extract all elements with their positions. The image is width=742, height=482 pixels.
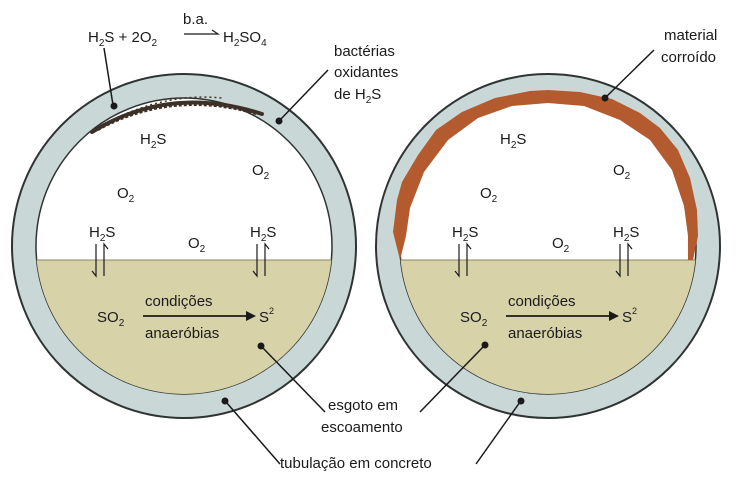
svg-text:de H2S: de H2S [334,86,381,106]
left-equilibrium-arrows [91,242,270,278]
svg-text:S2: S2 [259,306,274,326]
svg-text:SO2: SO2 [460,309,488,329]
left-o2-a: O2 [117,185,135,205]
reaction-o-subscript: 2 [152,38,158,49]
right-conditions-line2: anaeróbias [508,325,582,342]
svg-text:S2: S2 [622,306,637,326]
left-o2-b: O2 [252,162,270,182]
bacteria-film [90,96,264,134]
reaction-arrow-label: b.a. [183,11,208,28]
right-o2-a: O2 [480,185,498,205]
svg-text:material: material [664,27,717,44]
left-gas-labels: H2S O2 O2 O2 H2S H2S [89,131,276,255]
annotation-corroded: material corroído [601,27,717,102]
annotation-bacteria: bactérias oxidantes de H2S [275,43,398,125]
reaction-h: H [88,29,99,46]
reaction-leader [103,47,114,106]
reaction-equation: H2S + 2O2 b.a. H2SO4 [88,11,267,110]
right-anaerobic-reaction: SO2 condições anaeróbias S2 [460,293,637,342]
right-sulfide: S [622,309,632,326]
left-h2s-a: H2S [89,224,115,244]
right-conditions-line1: condições [508,293,576,310]
left-so2: SO [97,309,119,326]
svg-text:bactérias: bactérias [334,43,395,60]
left-sulfide: S [259,309,269,326]
left-h2s-b: H2S [250,224,276,244]
reaction-product-o-subscript: 4 [261,38,267,49]
right-h2s-top: H2S [500,131,526,151]
left-o2-c: O2 [188,235,206,255]
left-anaerobic-reaction: SO2 condições anaeróbias S2 [97,293,274,342]
reaction-h-subscript: 2 [99,38,105,49]
svg-text:H2S + 2O2: H2S + 2O2 [88,29,158,49]
reaction-product-so: SO [239,29,261,46]
svg-text:esgoto em: esgoto em [328,397,398,414]
reaction-product-h-subscript: 2 [234,38,240,49]
left-pipe [11,73,357,419]
right-h2s-b: H2S [613,224,639,244]
reaction-arrow [184,29,220,35]
annotation-sewage: esgoto em escoamento [257,341,489,436]
right-so2: SO [460,309,482,326]
left-conditions-line2: anaeróbias [145,325,219,342]
left-h2s-top: H2S [140,131,166,151]
reaction-product-h: H [223,29,234,46]
right-gas-labels: H2S O2 O2 O2 H2S H2S [452,131,639,255]
right-pipe [375,73,721,419]
reaction-reactants: S + 2O [104,29,151,46]
right-o2-c: O2 [552,235,570,255]
svg-text:corroído: corroído [661,49,716,66]
svg-text:escoamento: escoamento [321,419,403,436]
annotation-pipe: tubulação em concreto [221,397,525,472]
svg-text:H2SO4: H2SO4 [223,29,267,49]
left-conditions-line1: condições [145,293,213,310]
svg-text:SO2: SO2 [97,309,125,329]
svg-text:tubulação em concreto: tubulação em concreto [280,455,432,472]
right-h2s-a: H2S [452,224,478,244]
right-equilibrium-arrows [454,242,633,278]
right-o2-b: O2 [613,162,631,182]
svg-text:oxidantes: oxidantes [334,64,398,81]
